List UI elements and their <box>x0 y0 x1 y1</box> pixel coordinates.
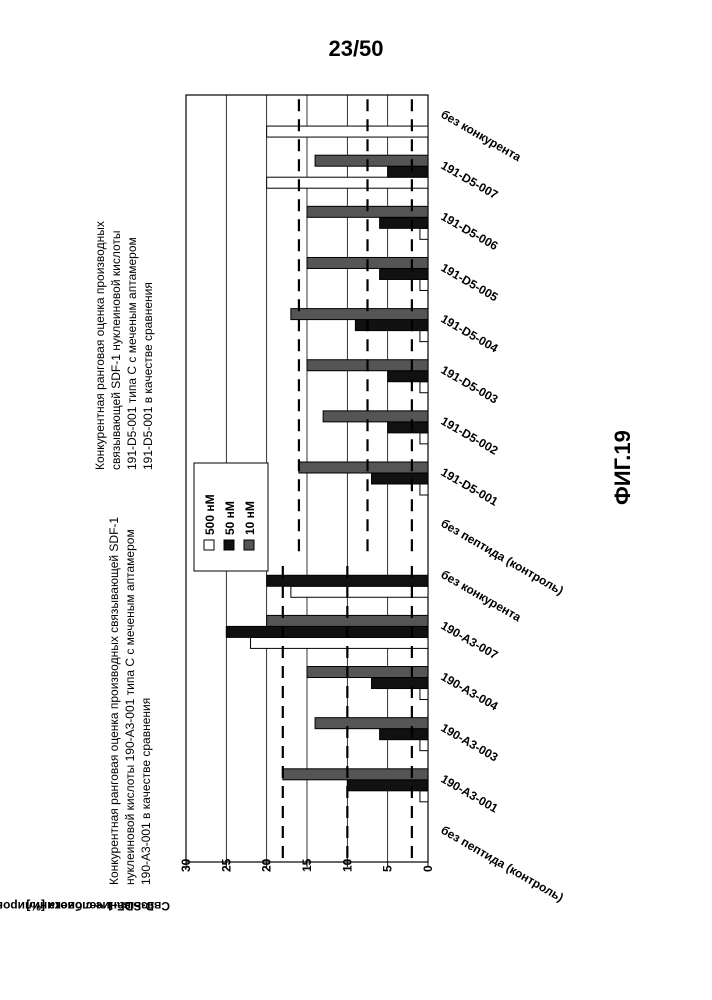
plot-area: 051015202530Связывание с биотинилированн… <box>0 95 566 913</box>
bar-50-нМ <box>372 678 428 689</box>
category-label: 191-D5-006 <box>439 209 501 253</box>
category-label: 190-A3-004 <box>439 670 501 714</box>
legend-label: 10 нМ <box>243 501 257 535</box>
y-tick-label: 0 <box>421 865 435 872</box>
category-label: без конкурента <box>439 107 524 164</box>
category-label: 191-D5-003 <box>439 363 501 407</box>
group-title: 191-D5-001 в качестве сравнения <box>141 282 155 470</box>
category-label: 191-D5-007 <box>439 158 501 202</box>
bar-50-нМ <box>226 626 428 637</box>
bar-10-нМ <box>283 769 428 780</box>
legend-label: 500 нМ <box>203 494 217 535</box>
bar-500-нМ <box>420 740 428 751</box>
y-tick-label: 30 <box>179 858 193 872</box>
y-tick-label: 15 <box>300 858 314 872</box>
bar-10-нМ <box>299 462 428 473</box>
bar-500-нМ <box>291 586 428 597</box>
y-axis-label: D-SDF-1 человека [%] <box>26 899 154 913</box>
category-label: 191-D5-004 <box>439 312 501 356</box>
bar-500-нМ <box>420 279 428 290</box>
y-tick-label: 5 <box>381 865 395 872</box>
group-title: Конкурентная ранговая оценка производных <box>93 221 107 470</box>
bar-10-нМ <box>291 309 428 320</box>
group-title: 191-D5-001 типа C с меченым аптамером <box>125 237 139 470</box>
group-title: Конкурентная ранговая оценка производных… <box>107 517 121 885</box>
group-title: 190-A3-001 в качестве сравнения <box>139 698 153 885</box>
bar-500-нМ <box>420 331 428 342</box>
y-tick-label: 20 <box>260 858 274 872</box>
category-label: 190-A3-001 <box>439 772 501 816</box>
category-label: 190-A3-007 <box>439 618 501 662</box>
bar-50-нМ <box>388 422 428 433</box>
bar-500-нМ <box>420 484 428 495</box>
y-tick-label: 10 <box>340 858 354 872</box>
category-label: без пептида (контроль) <box>439 823 566 905</box>
category-label: 191-D5-001 <box>439 465 501 509</box>
bar-50-нМ <box>380 729 428 740</box>
bar-50-нМ <box>355 320 428 331</box>
bar-50-нМ <box>388 371 428 382</box>
group-title: нуклеиновой кислоты 190-A3-001 типа C с … <box>123 529 137 885</box>
legend-label: 50 нМ <box>223 501 237 535</box>
category-label: без конкурента <box>439 567 524 624</box>
bar-500-нМ <box>251 637 428 648</box>
bar-500-нМ <box>267 126 428 137</box>
bar-50-нМ <box>388 166 428 177</box>
bar-50-нМ <box>347 780 428 791</box>
legend-swatch <box>204 540 214 550</box>
category-label: 191-D5-002 <box>439 414 501 458</box>
category-label: 190-A3-003 <box>439 721 501 765</box>
bar-500-нМ <box>267 177 428 188</box>
bar-500-нМ <box>420 689 428 700</box>
legend-swatch <box>224 540 234 550</box>
bar-500-нМ <box>420 433 428 444</box>
legend: 500 нМ 50 нМ 10 нМ <box>194 463 268 571</box>
group-title: связывающей SDF-1 нуклеиновой кислоты <box>109 231 123 471</box>
bar-50-нМ <box>380 268 428 279</box>
legend-swatch <box>244 540 254 550</box>
y-tick-label: 25 <box>219 858 233 872</box>
figure-label: ФИГ.19 <box>610 430 636 505</box>
bar-500-нМ <box>420 228 428 239</box>
category-label: 191-D5-005 <box>439 260 501 304</box>
bar-10-нМ <box>307 667 428 678</box>
bar-500-нМ <box>420 791 428 802</box>
bar-500-нМ <box>420 382 428 393</box>
bar-50-нМ <box>380 217 428 228</box>
bar-50-нМ <box>372 473 428 484</box>
